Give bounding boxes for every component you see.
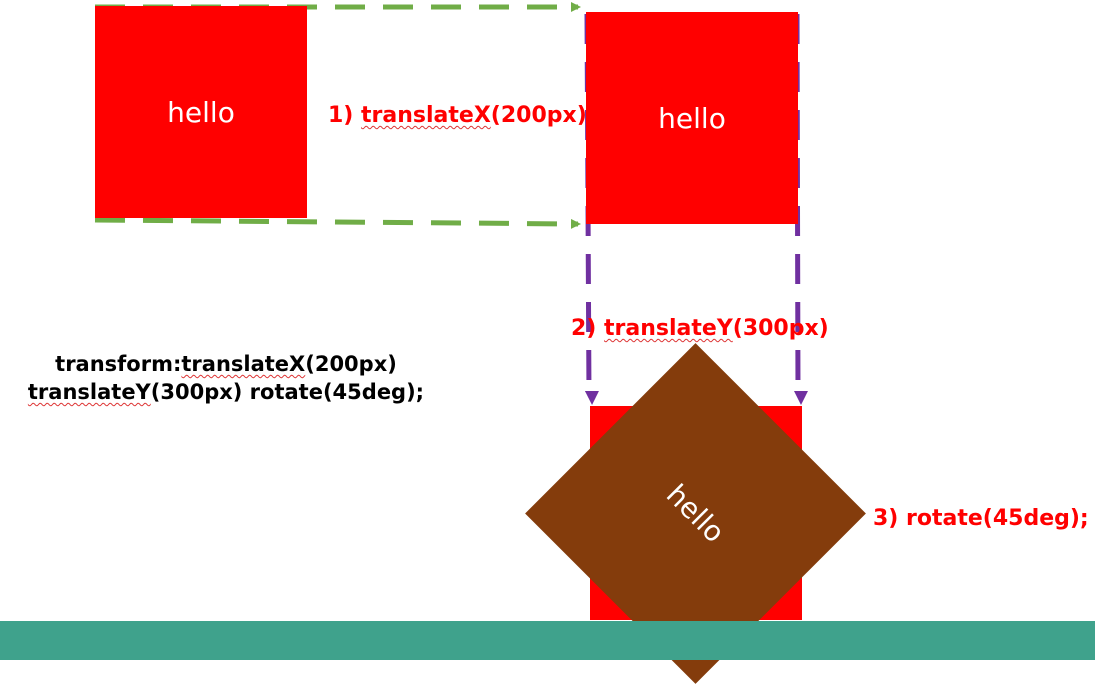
code-line2-rest: (300px) rotate(45deg); (150, 380, 425, 404)
step2-label: 2) translateY(300px) (571, 316, 829, 341)
code-line-1: transform:translateX(200px) (0, 350, 452, 378)
step3-label: 3) rotate(45deg); (873, 506, 1089, 531)
step2-prefix: 2) (571, 316, 605, 341)
code-line1-prop: transform: (55, 352, 182, 376)
step1-arg: (200px) (490, 103, 587, 128)
box-translated-x: hello (586, 12, 798, 224)
code-line2-fn: translateY (27, 380, 151, 404)
step1-label: 1) translateX(200px) (328, 103, 587, 128)
code-line1-arg: (200px) (305, 352, 397, 376)
step1-prefix: 1) (328, 103, 362, 128)
green-arrow-bottom (94, 217, 581, 229)
transform-code: transform:translateX(200px) translateY(3… (0, 350, 452, 406)
footer-bar (0, 621, 1095, 660)
box-rotated-text: hello (659, 477, 732, 550)
box-translated-x-text: hello (658, 101, 726, 135)
code-line1-fn: translateX (181, 352, 306, 376)
step2-fn: translateY (604, 316, 733, 341)
step1-fn: translateX (361, 103, 491, 128)
code-line-2: translateY(300px) rotate(45deg); (0, 378, 452, 406)
box-original: hello (95, 6, 307, 218)
step2-arg: (300px) (732, 316, 829, 341)
box-original-text: hello (167, 95, 235, 129)
